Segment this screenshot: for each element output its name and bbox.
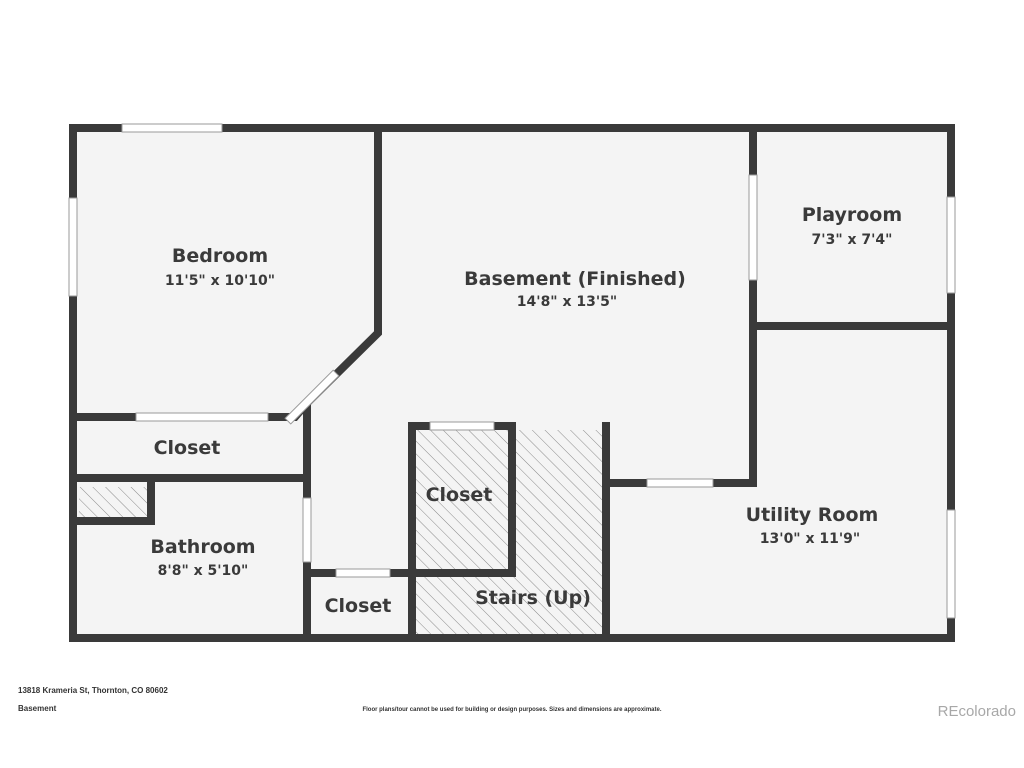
playroom-name: Playroom bbox=[802, 204, 902, 226]
disclaimer-text: Floor plans/tour cannot be used for buil… bbox=[362, 707, 662, 713]
bathroom-dims: 8'8" x 5'10" bbox=[158, 563, 249, 579]
closet-bottom-name: Closet bbox=[325, 595, 392, 617]
basement-name: Basement (Finished) bbox=[464, 268, 686, 290]
openings bbox=[68, 123, 956, 619]
opening-bedroom-south bbox=[135, 412, 269, 422]
basement-dims: 14'8" x 13'5" bbox=[517, 294, 617, 310]
opening-bathroom-east bbox=[302, 497, 312, 563]
closet-bedroom-name: Closet bbox=[154, 437, 221, 459]
utility-name: Utility Room bbox=[746, 504, 879, 526]
opening-closet-center bbox=[429, 421, 495, 431]
window-bedroom-west bbox=[68, 197, 78, 297]
bedroom-east-wall bbox=[303, 124, 382, 491]
brand-watermark: REcolorado bbox=[937, 703, 1016, 720]
floor-level-label: Basement bbox=[18, 704, 57, 713]
opening-closet-bottom bbox=[335, 568, 391, 578]
bathroom-name: Bathroom bbox=[150, 536, 255, 558]
opening-bedroom-diagonal bbox=[284, 369, 340, 425]
utility-dims: 13'0" x 11'9" bbox=[760, 531, 860, 547]
opening-basement-east bbox=[748, 174, 758, 281]
window-bedroom-top bbox=[121, 123, 223, 133]
bathroom-storage-wall bbox=[69, 474, 155, 525]
opening-utility-north bbox=[646, 478, 714, 488]
window-playroom-east bbox=[946, 196, 956, 294]
property-address: 13818 Krameria St, Thornton, CO 80602 bbox=[18, 686, 168, 695]
bedroom-dims: 11'5" x 10'10" bbox=[165, 273, 275, 289]
outer-wall bbox=[69, 124, 955, 642]
playroom-dims: 7'3" x 7'4" bbox=[812, 232, 893, 248]
closet-center-name: Closet bbox=[426, 484, 493, 506]
window-utility-east bbox=[946, 509, 956, 619]
bathroom-storage-hatch bbox=[79, 487, 147, 517]
center-closet-wall bbox=[408, 422, 516, 642]
stairs-name: Stairs (Up) bbox=[475, 587, 591, 609]
bedroom-name: Bedroom bbox=[172, 245, 268, 267]
